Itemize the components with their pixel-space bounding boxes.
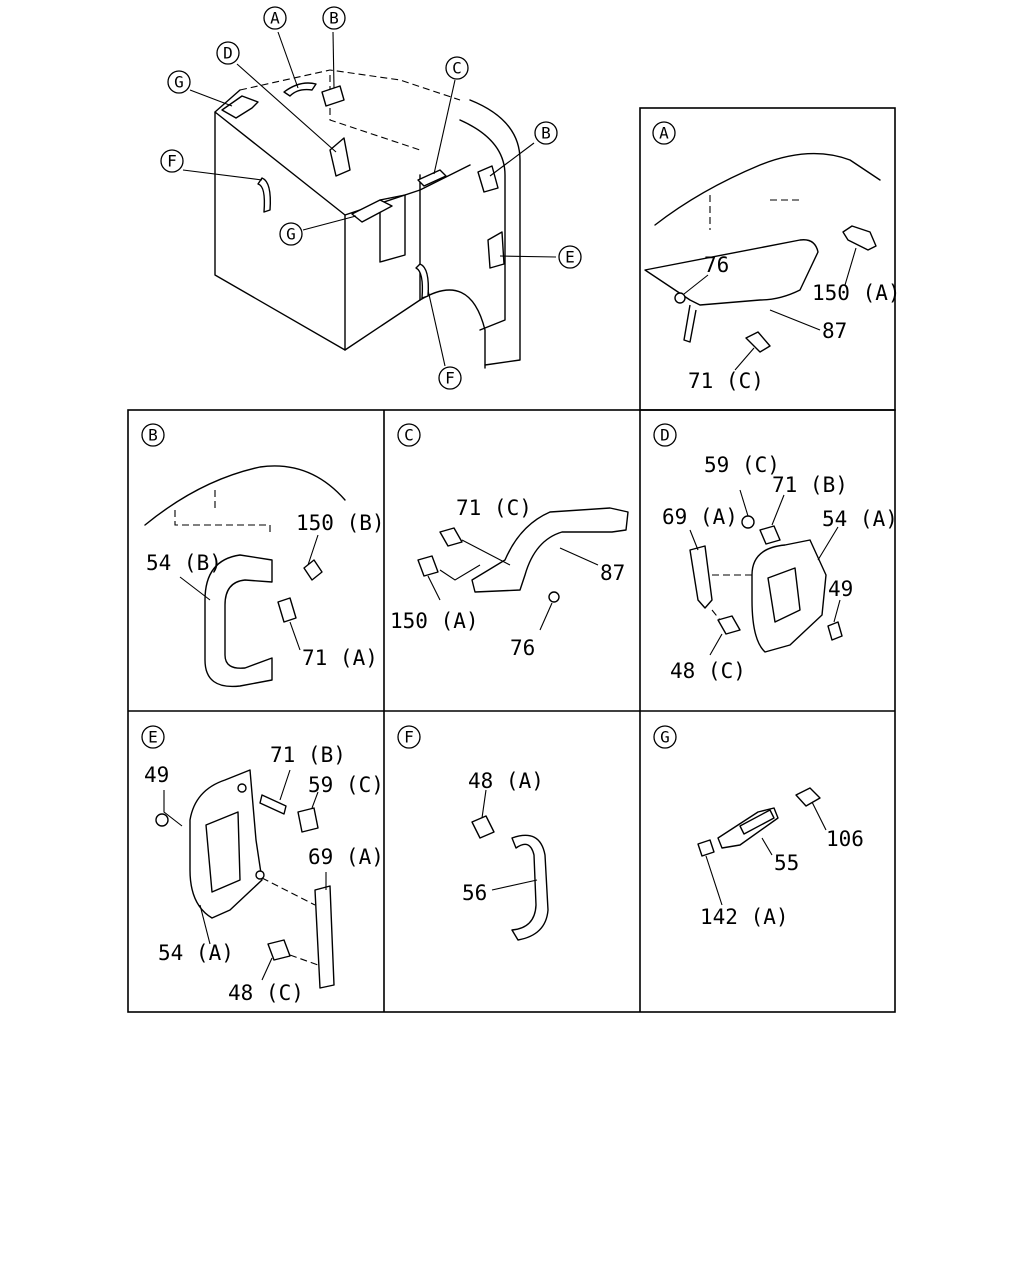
part-label: 142 (A) bbox=[700, 905, 789, 929]
svg-text:A: A bbox=[659, 124, 669, 143]
part-label: 54 (A) bbox=[822, 507, 898, 531]
part-label: 54 (B) bbox=[146, 551, 222, 575]
panel-c-id-marker: C bbox=[397, 423, 421, 447]
part-label: 87 bbox=[822, 319, 847, 343]
panel-e-id-marker: E bbox=[141, 725, 165, 749]
part-label: 71 (C) bbox=[688, 369, 764, 393]
panel-b-id-marker: B bbox=[141, 423, 165, 447]
panel-f: F 48 (A) 56 bbox=[397, 725, 549, 941]
part-label: 48 (A) bbox=[468, 769, 544, 793]
svg-text:B: B bbox=[148, 426, 158, 445]
part-label: 59 (C) bbox=[308, 773, 384, 797]
panel-b-drawing bbox=[144, 465, 346, 688]
callout-marker: A bbox=[263, 6, 287, 30]
svg-text:G: G bbox=[660, 728, 670, 747]
callout-marker: B bbox=[534, 121, 558, 145]
part-label: 106 bbox=[826, 827, 864, 851]
callout-marker: B bbox=[322, 6, 346, 30]
callout-label: G bbox=[174, 73, 184, 92]
part-label: 48 (C) bbox=[670, 659, 746, 683]
part-label: 71 (C) bbox=[456, 496, 532, 520]
panel-b: B 150 (B) 54 (B) 71 (A) bbox=[141, 423, 385, 688]
panel-e: E 49 71 (B) 59 (C) 69 (A) 54 (A) 48 (C) bbox=[141, 725, 384, 1005]
callout-label: B bbox=[329, 9, 339, 28]
callout-label: F bbox=[445, 369, 455, 388]
part-label: 59 (C) bbox=[704, 453, 780, 477]
panel-d-id-marker: D bbox=[653, 423, 677, 447]
panel-f-id-marker: F bbox=[397, 725, 421, 749]
callout-label: F bbox=[167, 152, 177, 171]
part-label: 76 bbox=[704, 253, 729, 277]
part-label: 49 bbox=[144, 763, 169, 787]
svg-text:F: F bbox=[404, 728, 414, 747]
part-label: 69 (A) bbox=[662, 505, 738, 529]
panel-e-drawing bbox=[155, 769, 335, 989]
callout-marker: E bbox=[558, 245, 582, 269]
panel-d-drawing bbox=[689, 489, 843, 656]
panel-a: A 76 150 (A) 87 71 (C) bbox=[644, 121, 901, 393]
part-label: 69 (A) bbox=[308, 845, 384, 869]
part-label: 56 bbox=[462, 881, 487, 905]
callout-label: C bbox=[452, 59, 462, 78]
panel-d: D 59 (C) 71 (B) 69 (A) 54 (A) 49 48 (C) bbox=[653, 423, 898, 683]
part-label: 54 (A) bbox=[158, 941, 234, 965]
callout-marker: F bbox=[160, 149, 184, 173]
callout-label: D bbox=[223, 44, 233, 63]
panel-grid bbox=[127, 107, 896, 1013]
part-label: 150 (B) bbox=[296, 511, 385, 535]
svg-text:E: E bbox=[148, 728, 158, 747]
part-label: 55 bbox=[774, 851, 799, 875]
overview-callouts: A B D G C B F G E F bbox=[160, 6, 582, 390]
panel-a-drawing bbox=[644, 152, 881, 371]
callout-marker: D bbox=[216, 41, 240, 65]
part-label: 49 bbox=[828, 577, 853, 601]
panel-a-id-marker: A bbox=[652, 121, 676, 145]
svg-text:D: D bbox=[660, 426, 670, 445]
part-label: 71 (A) bbox=[302, 646, 378, 670]
callout-label: E bbox=[565, 248, 575, 267]
panel-c: C 71 (C) 87 150 (A) 76 bbox=[390, 423, 629, 660]
part-label: 76 bbox=[510, 636, 535, 660]
svg-text:C: C bbox=[404, 426, 414, 445]
callout-marker: F bbox=[438, 366, 462, 390]
part-label: 71 (B) bbox=[772, 473, 848, 497]
part-label: 71 (B) bbox=[270, 743, 346, 767]
callout-label: A bbox=[270, 9, 280, 28]
panel-g-drawing bbox=[697, 787, 827, 906]
callout-marker: G bbox=[167, 70, 191, 94]
callout-label: B bbox=[541, 124, 551, 143]
callout-label: G bbox=[286, 225, 296, 244]
overview-cab-drawing bbox=[182, 31, 557, 369]
panel-c-drawing bbox=[417, 507, 629, 631]
panel-f-drawing bbox=[471, 789, 549, 941]
callout-marker: G bbox=[279, 222, 303, 246]
part-label: 150 (A) bbox=[390, 609, 479, 633]
part-label: 150 (A) bbox=[812, 281, 901, 305]
callout-marker: C bbox=[445, 56, 469, 80]
panel-g: G 106 55 142 (A) bbox=[653, 725, 864, 929]
part-label: 48 (C) bbox=[228, 981, 304, 1005]
part-label: 87 bbox=[600, 561, 625, 585]
panel-g-id-marker: G bbox=[653, 725, 677, 749]
